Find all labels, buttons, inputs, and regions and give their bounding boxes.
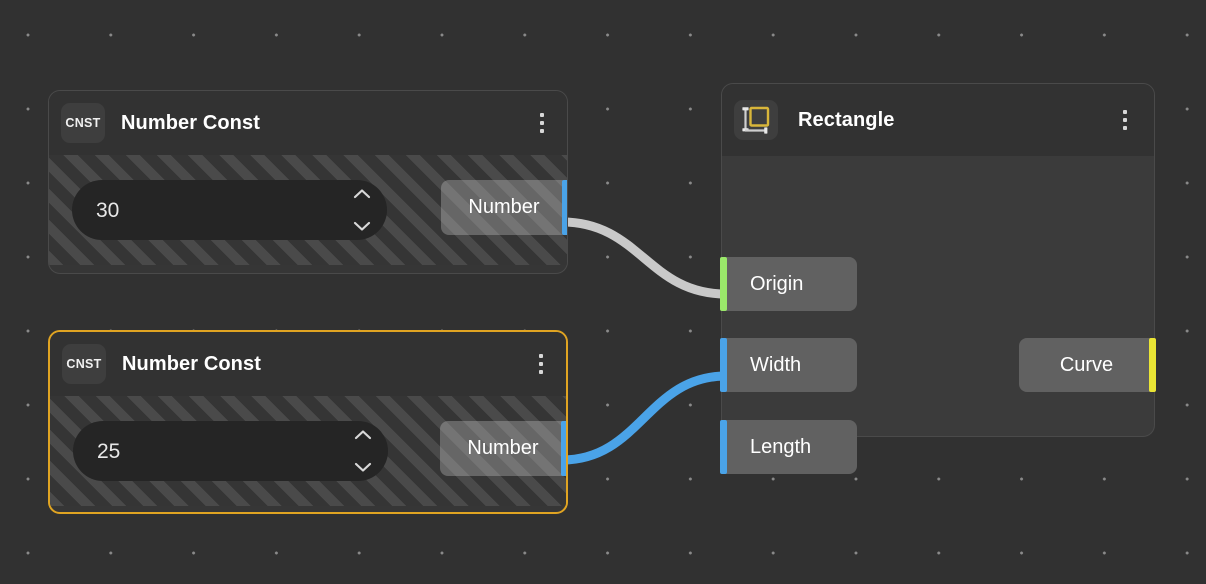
input-port-origin[interactable]: Origin [720, 257, 857, 311]
node-title: Number Const [121, 111, 260, 134]
output-port-label: Curve [1059, 353, 1114, 376]
number-input-value: 30 [96, 198, 120, 222]
input-port-label: Origin [750, 272, 804, 295]
cnst-badge-icon: CNST [61, 103, 105, 143]
node-title: Number Const [122, 352, 261, 375]
input-port-width[interactable]: Width [720, 338, 857, 392]
number-input[interactable]: 25 [73, 421, 388, 481]
node-rectangle[interactable]: Rectangle Origin Width Length [720, 83, 1156, 474]
chevron-up-icon[interactable] [354, 429, 372, 440]
node-number-const-2[interactable]: CNST Number Const 25 Number [48, 330, 568, 514]
wire-number-const-1-to-width [557, 217, 731, 299]
output-port-connector[interactable] [561, 421, 566, 476]
input-port-connector[interactable] [720, 338, 727, 392]
cnst-badge-label: CNST [66, 357, 102, 371]
output-port-label: Number [468, 196, 540, 218]
chevron-up-icon[interactable] [353, 188, 371, 199]
rectangle-dimensions-icon [734, 100, 778, 140]
node-body: 25 Number [50, 396, 566, 506]
cnst-badge-label: CNST [65, 116, 101, 130]
output-port-connector[interactable] [562, 180, 567, 235]
output-port-curve[interactable]: Curve [1019, 338, 1156, 392]
input-port-length[interactable]: Length [720, 420, 857, 474]
chevron-down-icon[interactable] [353, 221, 371, 232]
input-port-label: Length [750, 435, 812, 458]
output-port-number[interactable]: Number [441, 180, 567, 235]
node-number-const-1[interactable]: CNST Number Const 30 Number [48, 90, 568, 274]
number-stepper[interactable] [351, 188, 373, 232]
kebab-menu-icon[interactable] [530, 350, 552, 378]
number-input-value: 25 [97, 439, 121, 463]
cnst-badge-icon: CNST [62, 344, 106, 384]
node-header[interactable]: Rectangle [722, 84, 1154, 156]
output-port-number[interactable]: Number [440, 421, 566, 476]
number-stepper[interactable] [352, 429, 374, 473]
output-port-label: Number [467, 437, 539, 459]
node-header[interactable]: CNST Number Const [49, 91, 567, 155]
node-body: Origin Width Length Curve [720, 156, 1156, 474]
kebab-menu-icon[interactable] [1114, 106, 1136, 134]
node-header[interactable]: CNST Number Const [50, 332, 566, 396]
output-port-connector[interactable] [1149, 338, 1156, 392]
wire-number-const-2-to-length [557, 371, 731, 465]
node-body: 30 Number [49, 155, 567, 265]
kebab-menu-icon[interactable] [531, 109, 553, 137]
input-port-connector[interactable] [720, 420, 727, 474]
chevron-down-icon[interactable] [354, 462, 372, 473]
node-title: Rectangle [798, 108, 895, 131]
number-input[interactable]: 30 [72, 180, 387, 240]
input-port-connector[interactable] [720, 257, 727, 311]
input-port-label: Width [750, 353, 802, 376]
